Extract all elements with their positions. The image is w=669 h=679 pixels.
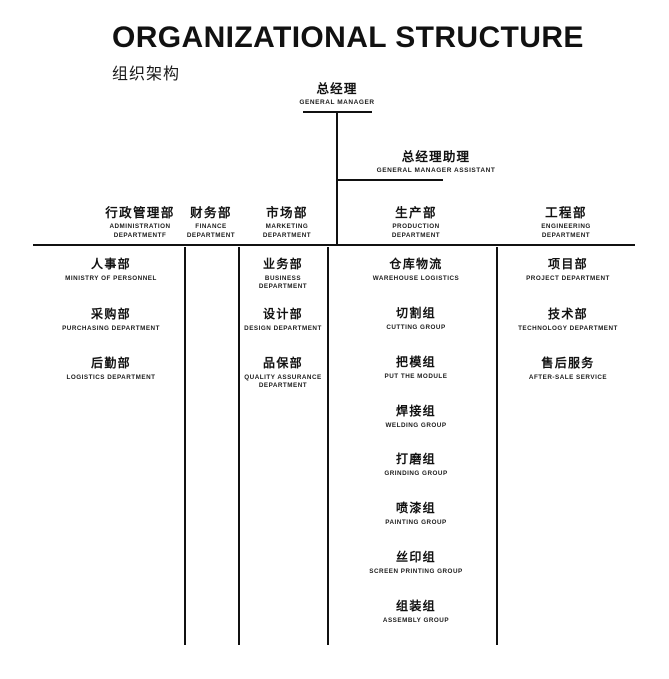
node-label-en: ENGINEERING DEPARTMENT [497, 223, 635, 240]
title-subtitle: 组织架构 [112, 65, 181, 83]
node-label-en-line2: DEPARTMENTF [113, 231, 167, 239]
node-label-en: GENERAL MANAGER [299, 99, 375, 107]
node-label-en: FINANCE DEPARTMENT [176, 223, 246, 240]
node-label-zh: 把模组 [396, 355, 436, 369]
node-unit-personnel[interactable]: 人事部 MINISTRY OF PERSONNEL [43, 257, 179, 283]
node-label-en-line1: QUALITY ASSURANCE [244, 373, 322, 381]
node-label-zh: 丝印组 [396, 550, 436, 564]
node-label-en: GENERAL MANAGER ASSISTANT [376, 167, 496, 175]
page-title: ORGANIZATIONAL STRUCTURE 组织架构 [112, 21, 584, 84]
node-label-zh: 售后服务 [541, 356, 595, 370]
node-unit-painting-group[interactable]: 喷漆组 PAINTING GROUP [341, 501, 491, 527]
node-unit-project-department[interactable]: 项目部 PROJECT DEPARTMENT [500, 257, 636, 283]
node-unit-warehouse-logistics[interactable]: 仓库物流 WAREHOUSE LOGISTICS [341, 257, 491, 283]
node-label-zh: 行政管理部 [105, 206, 175, 220]
node-label-zh: 总经理 [316, 82, 358, 96]
node-unit-purchasing[interactable]: 采购部 PURCHASING DEPARTMENT [43, 307, 179, 333]
node-label-en: GRINDING GROUP [384, 469, 448, 477]
node-label-en-line1: ADMINISTRATION [109, 223, 171, 231]
connector-gm-trunk [336, 111, 338, 245]
node-label-en: TECHNOLOGY DEPARTMENT [518, 324, 618, 332]
node-unit-logistics[interactable]: 后勤部 LOGISTICS DEPARTMENT [43, 356, 179, 382]
node-label-zh: 工程部 [545, 206, 587, 220]
node-department-production[interactable]: 生产部 PRODUCTION DEPARTMENT [341, 206, 491, 240]
node-label-en: LOGISTICS DEPARTMENT [66, 373, 156, 381]
node-unit-grinding-group[interactable]: 打磨组 GRINDING GROUP [341, 452, 491, 478]
node-label-zh: 财务部 [190, 206, 232, 220]
node-unit-screen-printing-group[interactable]: 丝印组 SCREEN PRINTING GROUP [341, 550, 491, 576]
node-label-zh: 市场部 [266, 206, 308, 220]
node-label-en: MARKETING DEPARTMENT [246, 223, 328, 240]
node-label-en: QUALITY ASSURANCE DEPARTMENT [242, 374, 324, 391]
node-unit-welding-group[interactable]: 焊接组 WELDING GROUP [341, 404, 491, 430]
node-label-zh: 组装组 [396, 599, 436, 613]
node-label-zh: 采购部 [91, 307, 131, 321]
column-divider-1 [184, 247, 186, 645]
node-general-manager-assistant[interactable]: 总经理助理 GENERAL MANAGER ASSISTANT [330, 150, 550, 176]
node-label-zh: 喷漆组 [396, 501, 436, 515]
node-label-zh: 人事部 [91, 257, 131, 271]
node-department-finance[interactable]: 财务部 FINANCE DEPARTMENT [176, 206, 246, 240]
node-label-en-line2: DEPARTMENT [541, 231, 591, 239]
node-general-manager[interactable]: 总经理 GENERAL MANAGER [277, 82, 397, 108]
node-label-en: PROJECT DEPARTMENT [526, 274, 610, 282]
node-unit-design[interactable]: 设计部 DESIGN DEPARTMENT [242, 307, 324, 333]
node-label-en: WELDING GROUP [385, 421, 447, 429]
node-unit-cutting-group[interactable]: 切割组 CUTTING GROUP [341, 306, 491, 332]
node-label-en-line1: MARKETING [265, 223, 309, 231]
title-main: ORGANIZATIONAL STRUCTURE [112, 21, 584, 54]
node-unit-after-sale-service[interactable]: 售后服务 AFTER-SALE SERVICE [500, 356, 636, 382]
node-label-en: AFTER-SALE SERVICE [528, 373, 608, 381]
node-label-en-line1: FINANCE [195, 223, 227, 231]
node-label-zh: 品保部 [263, 356, 303, 370]
node-department-marketing[interactable]: 市场部 MARKETING DEPARTMENT [246, 206, 328, 240]
node-label-en: ADMINISTRATION DEPARTMENTF [78, 223, 202, 240]
node-unit-business[interactable]: 业务部 BUSINESS DEPARTMENT [242, 257, 324, 292]
node-label-zh: 仓库物流 [389, 257, 443, 271]
node-department-administration[interactable]: 行政管理部 ADMINISTRATION DEPARTMENTF [78, 206, 202, 240]
node-unit-put-the-module[interactable]: 把模组 PUT THE MODULE [341, 355, 491, 381]
node-label-en-line2: DEPARTMENT [186, 231, 236, 239]
node-label-zh: 项目部 [548, 257, 588, 271]
node-label-en: PUT THE MODULE [384, 372, 448, 380]
node-department-engineering[interactable]: 工程部 ENGINEERING DEPARTMENT [497, 206, 635, 240]
node-label-en-line2: DEPARTMENT [262, 231, 312, 239]
node-label-en-line1: ENGINEERING [541, 223, 591, 231]
node-label-zh: 总经理助理 [401, 150, 471, 164]
node-label-en: SCREEN PRINTING GROUP [369, 567, 463, 575]
node-label-en-line1: PRODUCTION [392, 223, 440, 231]
node-label-en: BUSINESS DEPARTMENT [258, 274, 308, 291]
node-label-zh: 后勤部 [91, 356, 131, 370]
node-label-zh: 打磨组 [396, 452, 436, 466]
node-unit-technology-department[interactable]: 技术部 TECHNOLOGY DEPARTMENT [500, 307, 636, 333]
node-unit-assembly-group[interactable]: 组装组 ASSEMBLY GROUP [341, 599, 491, 625]
node-label-zh: 焊接组 [396, 404, 436, 418]
node-label-zh: 生产部 [395, 206, 437, 220]
column-divider-2 [238, 247, 240, 645]
node-label-zh: 切割组 [396, 306, 436, 320]
connector-gma-underline [336, 179, 443, 182]
node-label-en: WAREHOUSE LOGISTICS [372, 274, 460, 282]
node-label-en: ASSEMBLY GROUP [382, 616, 450, 624]
node-label-en-line2: DEPARTMENT [391, 231, 441, 239]
node-unit-quality-assurance[interactable]: 品保部 QUALITY ASSURANCE DEPARTMENT [242, 356, 324, 391]
column-divider-3 [327, 247, 329, 645]
node-label-en: CUTTING GROUP [386, 323, 446, 331]
node-label-zh: 技术部 [548, 307, 588, 321]
node-label-en: DESIGN DEPARTMENT [244, 324, 322, 332]
node-label-en: PRODUCTION DEPARTMENT [341, 223, 491, 240]
node-label-en: PURCHASING DEPARTMENT [62, 324, 160, 332]
node-label-en: PAINTING GROUP [385, 518, 447, 526]
node-label-zh: 业务部 [263, 257, 303, 271]
node-label-en-line2: DEPARTMENT [258, 382, 308, 390]
column-divider-4 [496, 247, 498, 645]
node-label-zh: 设计部 [263, 307, 303, 321]
connector-department-rule [33, 244, 635, 247]
node-label-en: MINISTRY OF PERSONNEL [65, 274, 157, 282]
